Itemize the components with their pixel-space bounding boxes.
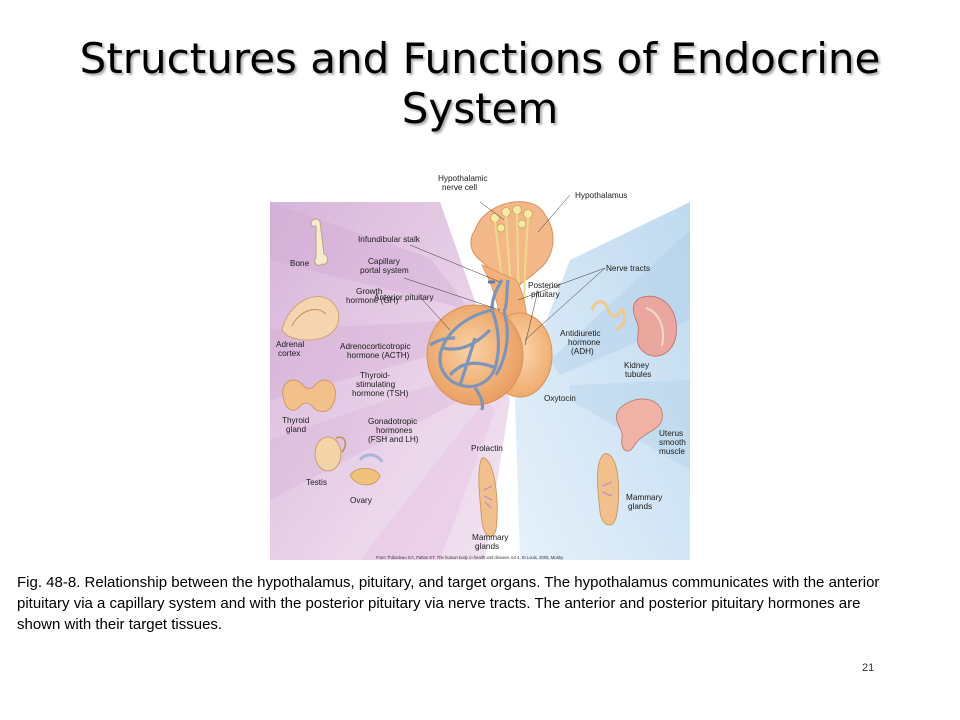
label-testis: Testis: [306, 478, 327, 487]
figure-caption: Fig. 48-8. Relationship between the hypo…: [17, 574, 880, 633]
ovary-illustration: [349, 453, 384, 486]
kidney-illustration: [632, 295, 677, 357]
bone-illustration: [310, 218, 328, 266]
figure-credit: From Thibodeau GA, Patton KT: The human …: [376, 555, 564, 560]
label-anterior-pituitary: Anterior pituitary: [374, 293, 435, 302]
label-oxytocin: Oxytocin: [544, 394, 576, 403]
mammary-gland-left-illustration: [478, 457, 498, 537]
label-infundibular-stalk: Infundibular stalk: [358, 235, 421, 244]
label-hypothalamus: Hypothalamus: [575, 191, 627, 200]
thyroid-illustration: [282, 379, 336, 412]
testis-illustration: [314, 436, 347, 472]
label-prolactin: Prolactin: [471, 444, 503, 453]
label-ovary: Ovary: [350, 496, 373, 505]
kidney-tubule-illustration: [590, 300, 626, 330]
uterus-illustration: [615, 398, 663, 452]
capillary-portal-network: [429, 279, 510, 411]
slide-number: 21: [862, 662, 875, 674]
mammary-gland-right-illustration: [597, 453, 620, 526]
slide-title: Structures and Functions of Endocrine Sy…: [79, 34, 881, 133]
right-panel-bg: [515, 202, 690, 560]
label-bone: Bone: [290, 259, 310, 268]
adrenal-cortex-illustration: [281, 296, 340, 341]
label-nerve-tracts: Nerve tracts: [606, 264, 650, 273]
